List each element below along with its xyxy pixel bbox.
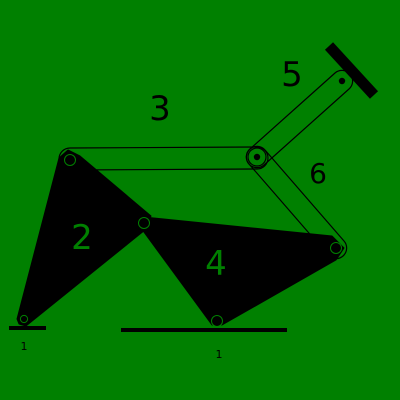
joint-3-5-6	[247, 147, 267, 167]
link-6-label: 6	[309, 157, 327, 190]
link-5-label: 5	[281, 55, 303, 95]
joint-5-slider	[338, 77, 346, 85]
link-3-label: 3	[149, 89, 171, 129]
joint-2-4	[138, 217, 150, 229]
link-2-label: 2	[71, 218, 93, 258]
link-4-label: 4	[205, 244, 227, 284]
joints	[19, 77, 346, 327]
joint-4-ground	[211, 315, 223, 327]
ground-label-left: 1	[21, 340, 28, 353]
link-4-plate	[137, 216, 345, 326]
joint-4-6	[330, 242, 342, 254]
link-5-bar	[245, 69, 354, 169]
joint-3-5-6-pin	[253, 153, 261, 161]
link-5-slider-block	[324, 42, 379, 99]
ground-label-bottom: 1	[216, 348, 223, 361]
link-3-bar	[58, 146, 269, 171]
joint-2-3	[64, 154, 76, 166]
joint-ground-left	[19, 314, 29, 324]
